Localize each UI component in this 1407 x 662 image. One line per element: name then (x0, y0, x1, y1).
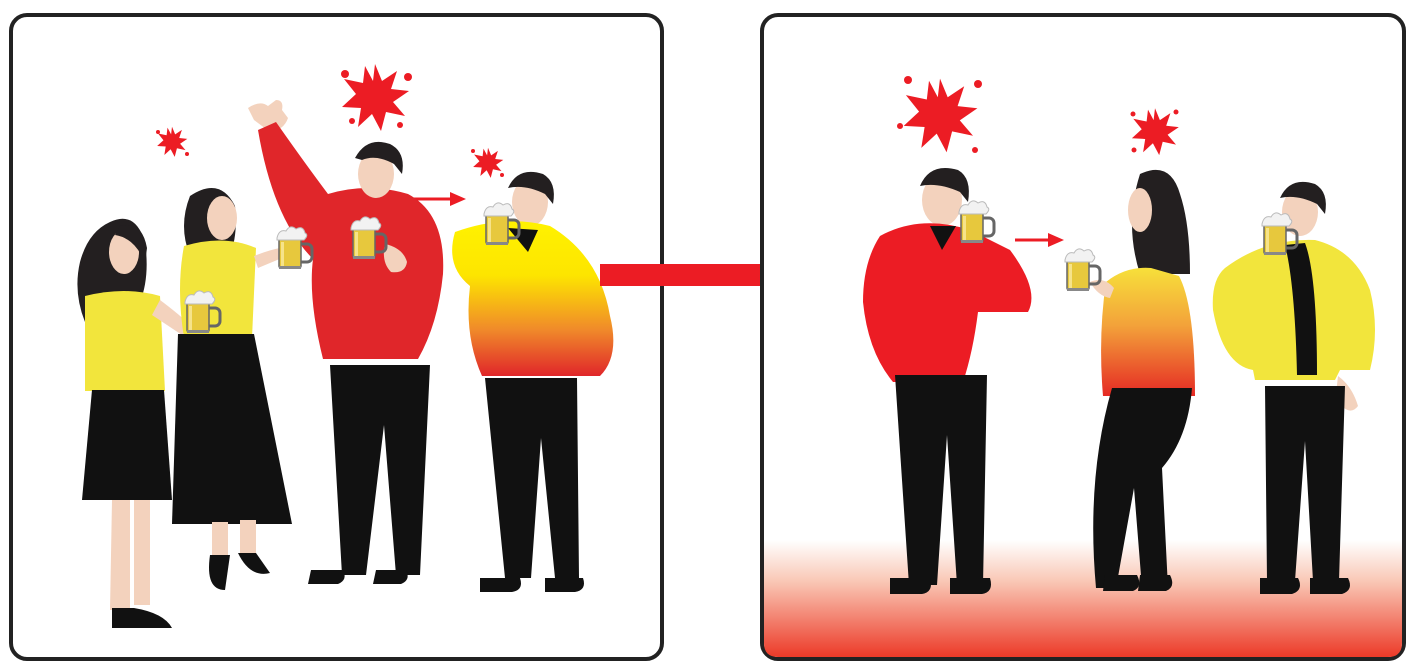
panel-before (11, 15, 662, 659)
floor-gradient (764, 540, 1402, 657)
panel-after (762, 15, 1404, 659)
